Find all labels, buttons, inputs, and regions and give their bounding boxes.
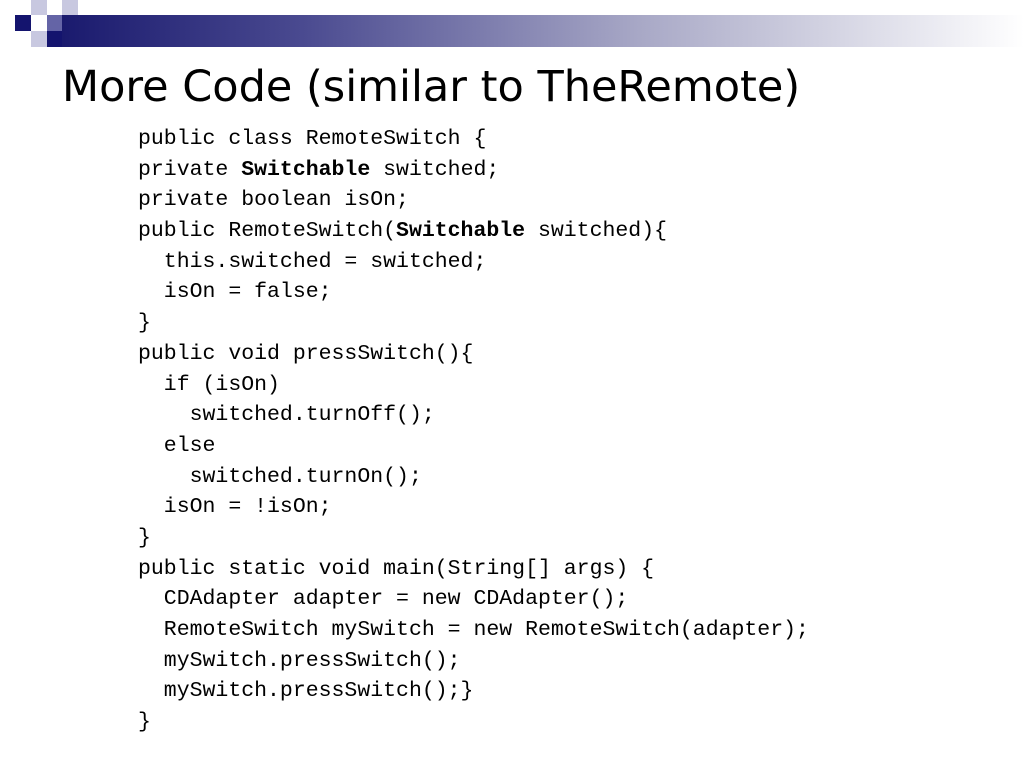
decor-square: [62, 0, 78, 15]
code-line: public static void main(String[] args) {: [138, 554, 809, 585]
code-text: }: [138, 311, 151, 336]
code-line: public RemoteSwitch(Switchable switched)…: [138, 216, 809, 247]
decor-square: [47, 31, 62, 47]
code-text: switched;: [370, 157, 500, 182]
code-text: switched){: [525, 219, 668, 244]
code-line: isOn = false;: [138, 277, 809, 308]
code-line: public class RemoteSwitch {: [138, 124, 809, 155]
code-text: RemoteSwitch mySwitch = new RemoteSwitch…: [138, 618, 809, 642]
code-text: mySwitch.pressSwitch();: [138, 648, 461, 673]
code-line: mySwitch.pressSwitch();}: [138, 676, 809, 707]
code-line: else: [138, 431, 809, 462]
code-line: CDAdapter adapter = new CDAdapter();: [138, 584, 809, 615]
decor-square: [31, 0, 47, 15]
decor-square: [15, 15, 31, 31]
code-line: isOn = !isOn;: [138, 492, 809, 523]
code-text: }: [138, 525, 151, 550]
code-line: this.switched = switched;: [138, 247, 809, 278]
code-keyword-bold: Switchable: [396, 219, 526, 244]
code-line: switched.turnOff();: [138, 400, 809, 431]
code-text: this.switched = switched;: [138, 249, 487, 274]
code-text: public static void main(String[] args) {: [138, 556, 655, 581]
code-line: }: [138, 707, 809, 738]
code-text: isOn = false;: [138, 280, 332, 305]
code-keyword-bold: Switchable: [241, 157, 371, 182]
code-text: switched.turnOn();: [138, 464, 422, 489]
code-line: if (isOn): [138, 370, 809, 401]
code-text: }: [138, 710, 151, 735]
code-text: private boolean isOn;: [138, 188, 409, 213]
code-line: mySwitch.pressSwitch();: [138, 646, 809, 677]
code-line: }: [138, 308, 809, 339]
code-line: public void pressSwitch(){: [138, 339, 809, 370]
decor-square: [47, 15, 62, 31]
code-text: public RemoteSwitch(: [138, 219, 397, 244]
code-line: switched.turnOn();: [138, 462, 809, 493]
code-line: private Switchable switched;: [138, 155, 809, 186]
code-text: public void pressSwitch(){: [138, 341, 474, 366]
code-line: RemoteSwitch mySwitch = new RemoteSwitch…: [138, 615, 809, 646]
code-text: else: [138, 433, 216, 458]
code-line: }: [138, 523, 809, 554]
slide-title: More Code (similar to TheRemote): [62, 62, 801, 112]
code-text: mySwitch.pressSwitch();}: [138, 679, 474, 704]
decor-square: [31, 31, 47, 47]
code-line: private boolean isOn;: [138, 185, 809, 216]
code-text: public class RemoteSwitch {: [138, 127, 487, 151]
code-text: if (isOn): [138, 372, 280, 397]
code-text: private: [138, 157, 242, 182]
code-block: public class RemoteSwitch { private Switc…: [138, 124, 809, 738]
code-text: switched.turnOff();: [138, 403, 435, 428]
code-text: CDAdapter adapter = new CDAdapter();: [138, 587, 629, 612]
header-gradient-bar: [62, 15, 1024, 47]
code-text: isOn = !isOn;: [138, 495, 332, 520]
